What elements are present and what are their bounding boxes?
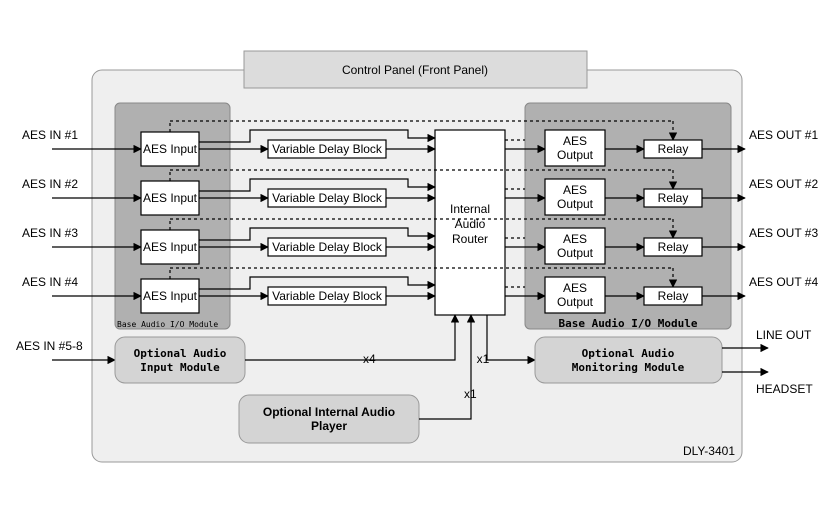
base-in-module-label: Base Audio I/O Module — [117, 320, 218, 329]
opt-monitor-count: x1 — [477, 352, 490, 366]
aes-out-label-3: AES OUT #3 — [749, 226, 818, 240]
aes-in-label-4: AES IN #4 — [22, 275, 78, 289]
aes-in-label-1: AES IN #1 — [22, 128, 78, 142]
router-line1: Internal — [450, 202, 490, 216]
aes-in-label-2: AES IN #2 — [22, 177, 78, 191]
opt-input-count: x4 — [363, 352, 376, 366]
opt-input-module: AES IN #5-8 Optional Audio Input Module … — [16, 314, 460, 384]
delay-block-4: Variable Delay Block — [272, 289, 383, 303]
aes-out-label-4: AES OUT #4 — [749, 275, 818, 289]
aes-output-block-3-l1: AES — [563, 232, 587, 246]
relay-4: Relay — [658, 289, 689, 303]
aes-in-label-3: AES IN #3 — [22, 226, 78, 240]
aes-input-block-3: AES Input — [143, 240, 198, 254]
output-row-3: AES Output Relay AES OUT #3 — [505, 226, 818, 265]
aes-input-block-1: AES Input — [143, 142, 198, 156]
input-row-4: AES IN #4 AES Input Variable Delay Block — [22, 275, 436, 314]
aes-output-block-2-l2: Output — [557, 197, 594, 211]
opt-player-line2: Player — [311, 419, 347, 433]
aes-input-block-2: AES Input — [143, 191, 198, 205]
aes-input-block-4: AES Input — [143, 289, 198, 303]
relay-3: Relay — [658, 240, 689, 254]
aes-output-block-3-l2: Output — [557, 246, 594, 260]
opt-player-module: Optional Internal Audio Player x1 — [238, 314, 477, 444]
aes-output-block-1-l1: AES — [563, 134, 587, 148]
control-panel-box — [243, 50, 588, 89]
control-panel-label: Control Panel (Front Panel) — [342, 63, 488, 77]
aes-in-5-8-label: AES IN #5-8 — [16, 339, 83, 353]
aes-out-label-2: AES OUT #2 — [749, 177, 818, 191]
opt-monitor-module: x1 Optional Audio Monitoring Module LINE… — [477, 315, 813, 396]
output-row-4: AES Output Relay AES OUT #4 — [505, 275, 818, 314]
opt-monitor-line2: Monitoring Module — [572, 361, 685, 374]
opt-input-line1: Optional Audio — [134, 347, 227, 360]
relay-2: Relay — [658, 191, 689, 205]
aes-output-block-4-l2: Output — [557, 295, 594, 309]
opt-input-line2: Input Module — [140, 361, 220, 374]
aes-output-block-2-l1: AES — [563, 183, 587, 197]
delay-block-3: Variable Delay Block — [272, 240, 383, 254]
line-out-label: LINE OUT — [756, 328, 812, 342]
router-line3: Router — [452, 232, 488, 246]
headset-label: HEADSET — [756, 382, 813, 396]
aes-output-block-1-l2: Output — [557, 148, 594, 162]
input-row-3: AES IN #3 AES Input Variable Delay Block — [22, 226, 436, 265]
input-row-2: AES IN #2 AES Input Variable Delay Block — [22, 177, 436, 216]
delay-block-2: Variable Delay Block — [272, 191, 383, 205]
aes-out-label-1: AES OUT #1 — [749, 128, 818, 142]
relay-1: Relay — [658, 142, 689, 156]
aes-output-block-4-l1: AES — [563, 281, 587, 295]
base-out-module-label: Base Audio I/O Module — [558, 317, 697, 330]
router-line2: Audio — [455, 217, 486, 231]
output-row-2: AES Output Relay AES OUT #2 — [505, 177, 818, 216]
opt-player-line1: Optional Internal Audio — [263, 405, 395, 419]
input-row-1: AES IN #1 AES Input Variable Delay Block — [22, 128, 436, 167]
opt-player-count: x1 — [464, 387, 477, 401]
opt-monitor-line1: Optional Audio — [582, 347, 675, 360]
model-label: DLY-3401 — [683, 444, 735, 458]
bypass-lines — [169, 120, 678, 288]
output-row-1: AES Output Relay AES OUT #1 — [505, 128, 818, 167]
delay-block-1: Variable Delay Block — [272, 142, 383, 156]
